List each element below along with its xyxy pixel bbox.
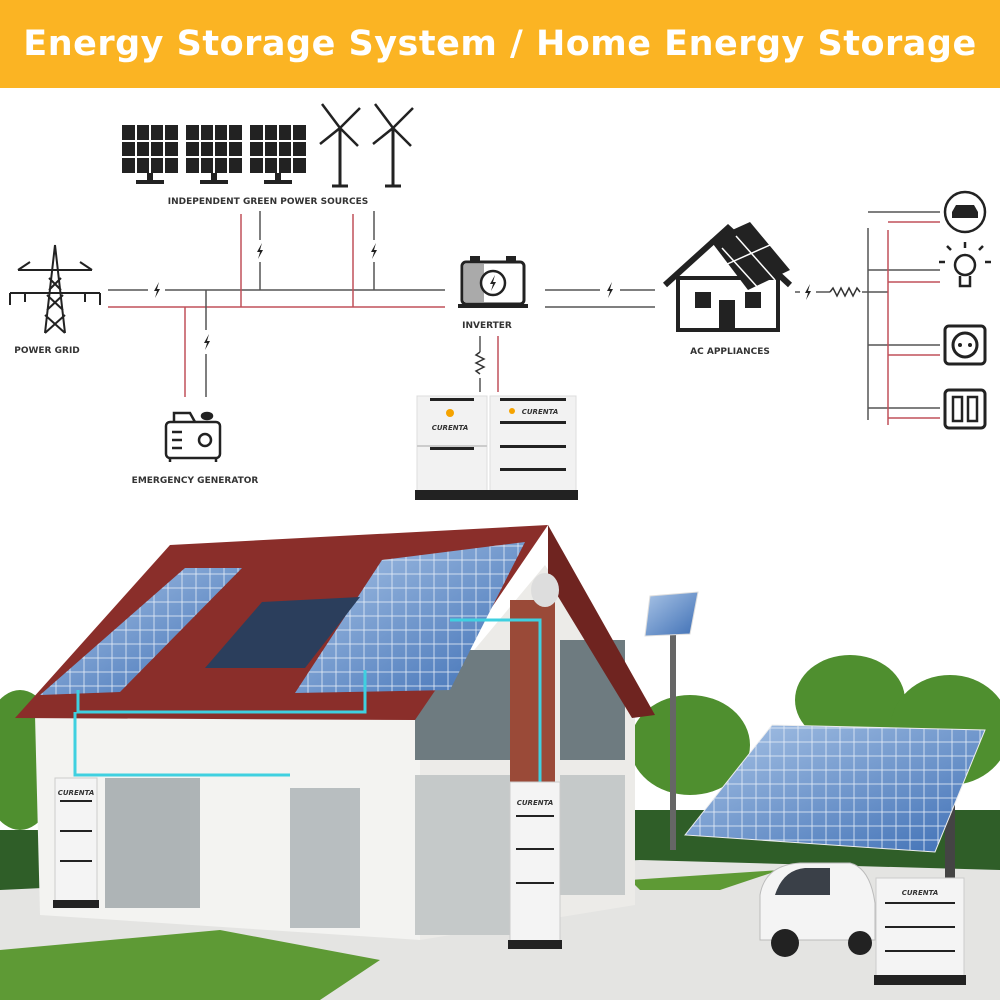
brand-logo-text: CURENTA <box>517 799 554 807</box>
appliance-bus <box>867 211 940 425</box>
inverter-icon <box>458 256 528 308</box>
page-title: Energy Storage System / Home Energy Stor… <box>23 24 977 64</box>
socket-icon <box>943 324 987 366</box>
electric-car <box>759 862 876 957</box>
battery-unit: CURENTA <box>874 877 966 985</box>
brand-logo-text: CURENTA <box>902 889 939 897</box>
green-power-sources <box>121 102 415 188</box>
solar-panel-icon <box>121 124 179 185</box>
bolt-icon <box>805 284 811 300</box>
bulb-icon <box>939 242 991 288</box>
brand-logo-text: CURENTA <box>58 789 95 797</box>
bolt-icon <box>371 243 377 259</box>
resistor-icon <box>474 351 486 375</box>
house-icon <box>662 222 793 332</box>
power-lines <box>108 211 888 397</box>
carport <box>684 724 986 890</box>
bolt-icon <box>607 282 613 298</box>
ac-appliances-label: AC APPLIANCES <box>690 347 770 357</box>
green-sources-label: INDEPENDENT GREEN POWER SOURCES <box>168 197 368 207</box>
satellite-dish <box>531 573 559 607</box>
generator-icon <box>164 411 222 462</box>
power-grid-label: POWER GRID <box>14 346 80 356</box>
battery-cabinets: CURENTA CURENTA <box>415 395 578 500</box>
street-light <box>644 591 699 850</box>
bolt-icon <box>154 282 160 298</box>
solar-panel-icon <box>185 124 243 185</box>
wind-turbine-icon <box>371 102 415 188</box>
bolt-icon <box>204 334 210 350</box>
switch-icon <box>943 388 987 430</box>
wind-turbine-icon <box>318 102 362 188</box>
solar-panel-icon <box>249 124 307 185</box>
generator-label: EMERGENCY GENERATOR <box>132 476 259 486</box>
connection-cable <box>73 618 542 785</box>
house <box>15 525 655 940</box>
inverter-label: INVERTER <box>462 321 512 331</box>
lawn <box>0 930 380 1000</box>
energy-flow-diagram: INDEPENDENT GREEN POWER SOURCES POWER GR… <box>9 102 991 500</box>
brand-logo-text: CURENTA <box>522 408 559 416</box>
home-scene-illustration: CURENTA CURENTA CURENTA <box>0 500 1000 1000</box>
battery-unit: CURENTA <box>508 781 562 949</box>
power-pylon-icon <box>9 244 101 334</box>
resistor-icon <box>829 286 861 298</box>
solar-thermal-collector <box>205 597 360 668</box>
car-icon <box>943 190 987 234</box>
battery-unit: CURENTA <box>53 777 99 908</box>
bolt-icon <box>257 243 263 259</box>
brand-logo-text: CURENTA <box>432 424 469 432</box>
header-banner: Energy Storage System / Home Energy Stor… <box>0 0 1000 88</box>
